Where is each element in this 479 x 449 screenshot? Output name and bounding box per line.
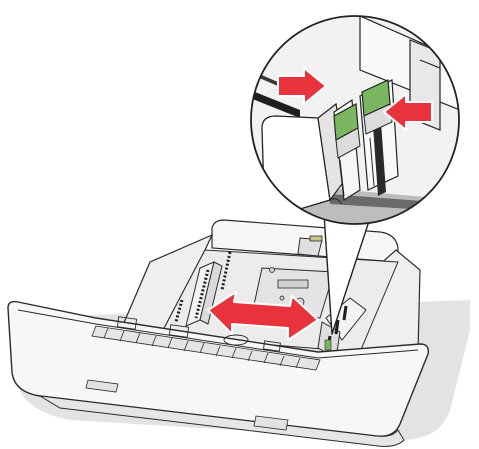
guide-tab-green [324, 339, 332, 351]
tray-front-rib-strip [91, 325, 321, 371]
rear-guide-tab [309, 235, 323, 242]
left-width-guide [174, 251, 232, 327]
tray-foot-left [85, 379, 119, 393]
rib-ticks [103, 327, 301, 369]
center-hole [269, 267, 275, 273]
center-slot [277, 279, 309, 289]
magnified-callout [250, 15, 460, 335]
squeeze-arrow-left-icon [277, 67, 327, 105]
tray-foot-right [253, 415, 289, 431]
tray-front-top-edge [17, 309, 419, 359]
paper-size-symbols [116, 316, 281, 352]
center-hole [279, 295, 285, 301]
double-headed-arrow-icon [207, 291, 319, 341]
tray-bottom-lip [39, 395, 405, 447]
paper-tray [7, 219, 470, 447]
squeeze-arrow-right-icon [383, 93, 433, 131]
callout-circle-border [250, 15, 460, 225]
